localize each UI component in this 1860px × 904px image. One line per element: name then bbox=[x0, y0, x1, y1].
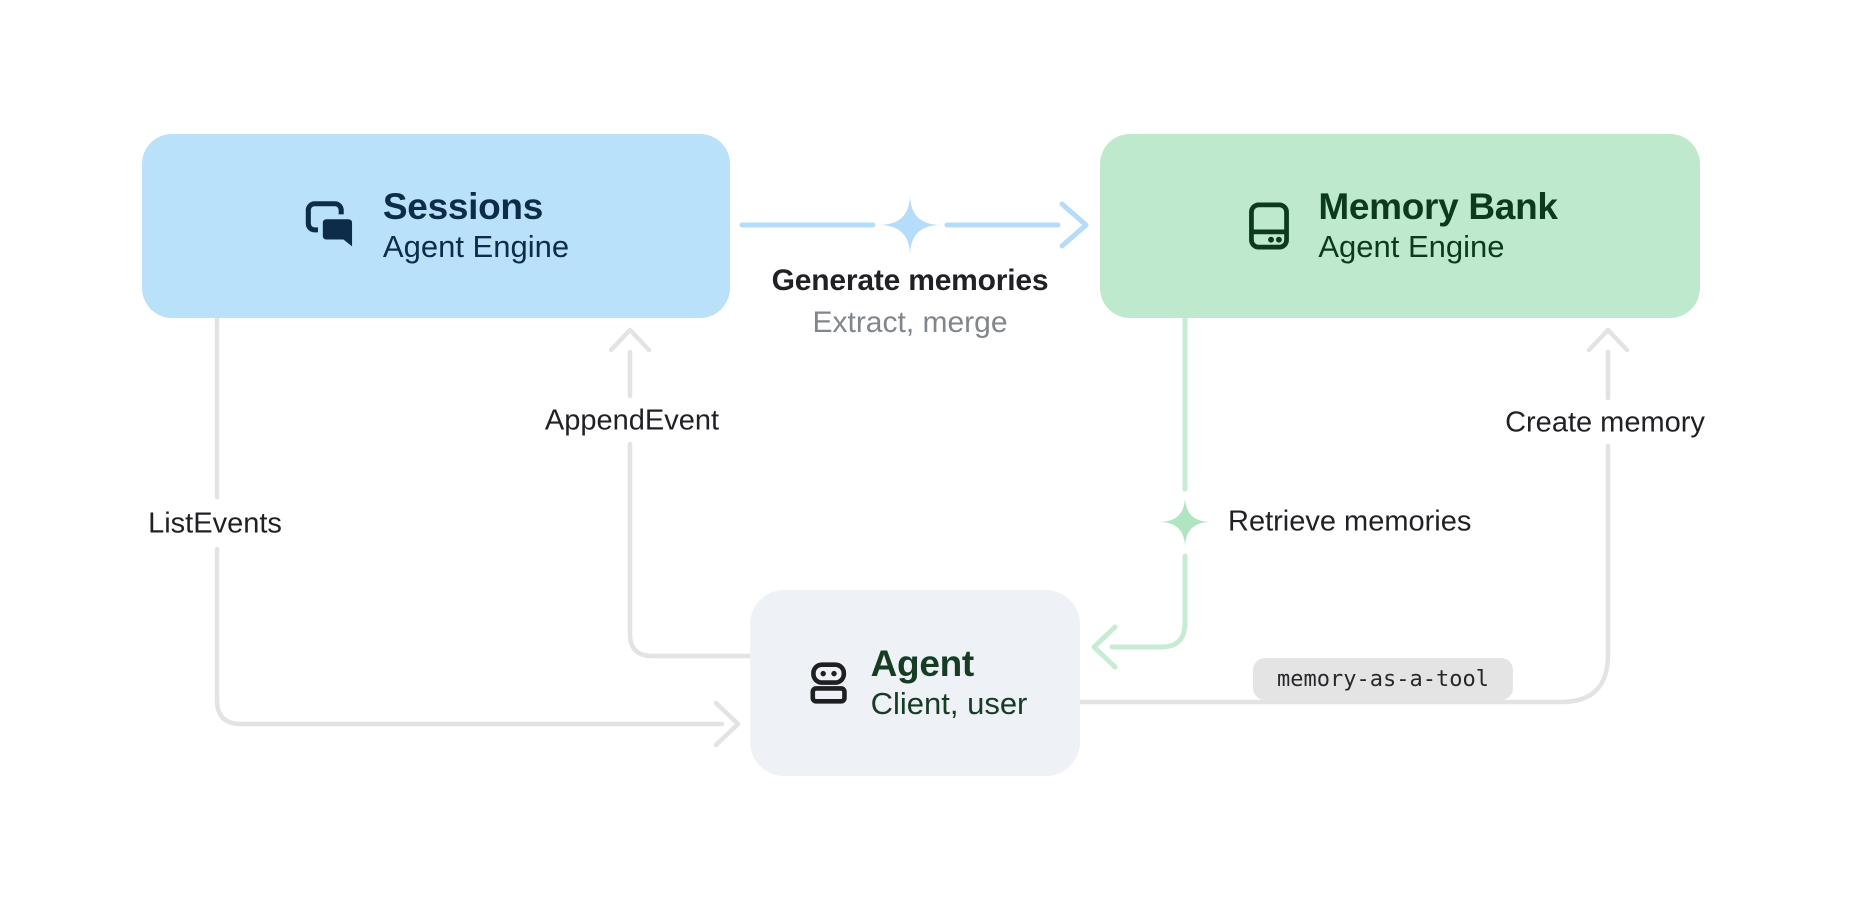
node-subtitle: Client, user bbox=[870, 686, 1028, 722]
append-event-label: AppendEvent bbox=[544, 404, 720, 437]
node-title: Sessions bbox=[382, 185, 543, 227]
chat-forum-icon bbox=[303, 197, 361, 255]
retrieve-memories-arrow bbox=[1091, 315, 1188, 670]
list-events-arrow bbox=[214, 315, 741, 748]
robot-icon bbox=[803, 658, 853, 708]
node-sessions: Sessions Agent Engine bbox=[142, 134, 730, 318]
memory-storage-icon bbox=[1242, 199, 1296, 253]
retrieve-memories-label: Retrieve memories bbox=[1228, 505, 1472, 538]
list-events-label: ListEvents bbox=[148, 507, 282, 540]
node-agent: Agent Client, user bbox=[750, 590, 1080, 776]
sparkle-icon bbox=[1159, 496, 1211, 548]
extract-merge-label: Extract, merge bbox=[812, 306, 1008, 339]
node-subtitle: Agent Engine bbox=[1318, 229, 1505, 265]
node-title: Agent bbox=[870, 642, 975, 684]
generate-memories-label: Generate memories bbox=[771, 264, 1049, 297]
memory-as-a-tool-badge: memory-as-a-tool bbox=[1253, 658, 1513, 700]
node-subtitle: Agent Engine bbox=[382, 229, 570, 265]
create-memory-arrow bbox=[1077, 327, 1630, 705]
create-memory-label: Create memory bbox=[1505, 406, 1705, 439]
append-event-arrow bbox=[608, 327, 753, 659]
node-memory-bank: Memory Bank Agent Engine bbox=[1100, 134, 1700, 318]
node-title: Memory Bank bbox=[1318, 185, 1558, 227]
generate-memories-arrow bbox=[739, 201, 1089, 249]
sparkle-icon bbox=[879, 194, 941, 256]
